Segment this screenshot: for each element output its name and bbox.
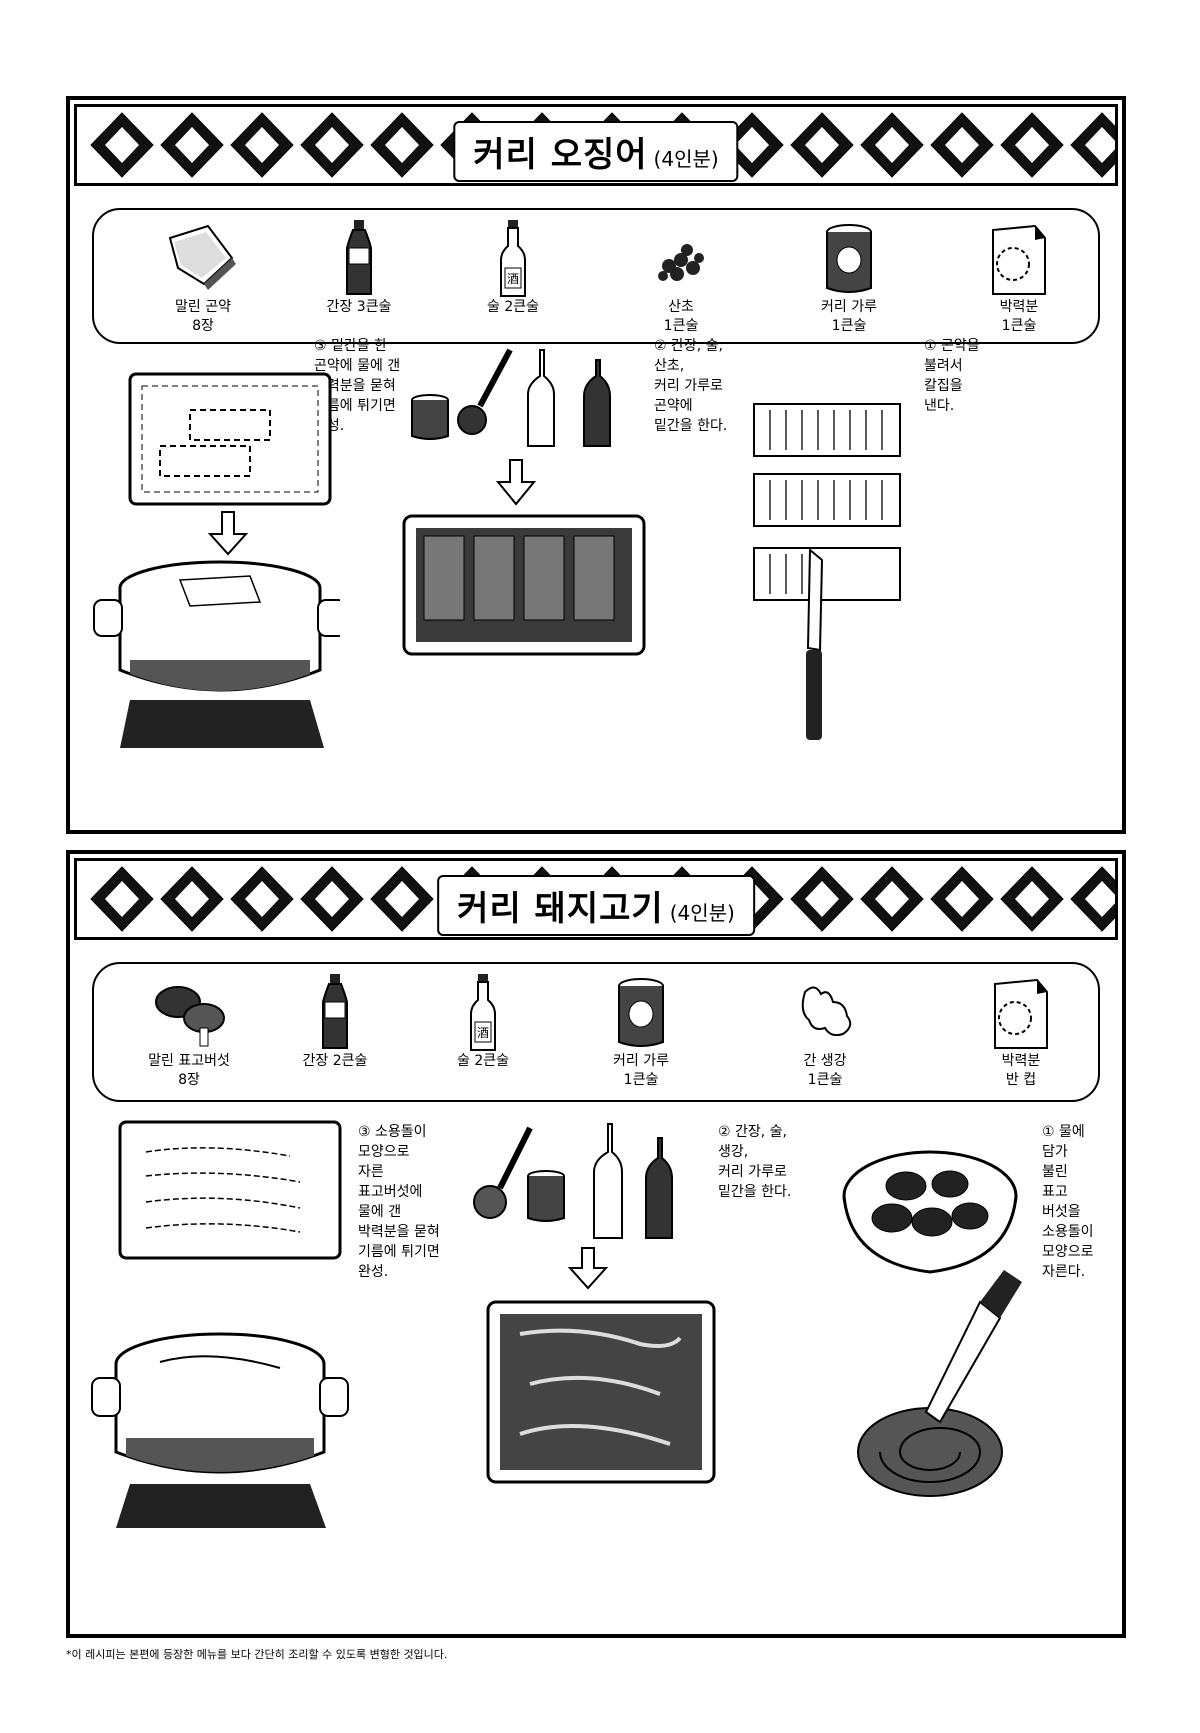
title-box: 커리 오징어(4인분) [453,121,739,182]
soy-sauce-bottle-icon [346,220,372,295]
soaked-shiitake-illustration [842,1150,1022,1497]
step-3: ③ 소용돌이 모양으로 자른 표고버섯에 물에 갠 박력분을 묻혀 기름에 튀기… [358,1124,440,1280]
serving-size: (4인분) [669,901,735,925]
ornament-diamond-inner [1085,127,1115,163]
ornament-diamond-inner [735,127,769,163]
title-box: 커리 돼지고기(4인분) [437,875,755,936]
title-banner: 커리 오징어(4인분) [74,104,1118,186]
scored-konjac-illustration [753,403,901,740]
soy-sauce-bottle-icon [322,974,348,1049]
konjac-sheet-icon [168,224,236,290]
recipe-title: 커리 돼지고기 [457,889,664,929]
curry-powder-can-icon [618,978,664,1047]
sake-bottle-icon: 酒 [500,220,526,297]
step-1: ① 물에 담가 불린 표고 버섯을 소용돌이 모양으로 자른다. [1042,1124,1094,1280]
flour-bag-icon [994,978,1048,1049]
ingredient-item: 酒 술 2큰술 [408,972,558,1071]
seasoning-tray-illustration [473,1123,716,1484]
ingredient-item: 말린 곤약 8장 [128,218,278,336]
ornament-diamond-inner [385,127,419,163]
dried-shiitake-icon [155,986,225,1047]
ornament-diamond-inner [105,127,139,163]
ingredient-item: 간장 2큰술 [260,972,410,1071]
step-2: ② 간장, 술, 산초, 커리 가루로 곤약에 밑간을 한다. [654,338,728,434]
ingredient-item: 커리 가루 1큰술 [566,972,716,1090]
ingredient-item: 酒 술 2큰술 [438,218,588,317]
ornament-diamond-inner [245,881,279,917]
ginger-icon [801,986,852,1037]
recipe-panel-curry-pork: 커리 돼지고기(4인분) 말린 표고버섯 8장 간장 2큰술 酒 [66,850,1126,1638]
ingredient-label: 박력분 1큰술 [999,299,1039,334]
ornament-diamond-inner [805,881,839,917]
ingredient-item: 박력분 반 컵 [946,972,1096,1090]
ornament-diamond-inner [1015,127,1049,163]
ornament-diamond-inner [315,127,349,163]
ingredient-label: 박력분 반 컵 [1001,1053,1041,1088]
ornament-diamond-inner [1015,881,1049,917]
title-banner: 커리 돼지고기(4인분) [74,858,1118,940]
ingredient-item: 커리 가루 1큰술 [774,218,924,336]
ingredient-label: 말린 표고버섯 8장 [148,1053,230,1088]
serving-size: (4인분) [653,147,719,171]
flour-bag-icon [992,224,1046,295]
ornament-diamond-inner [175,127,209,163]
ornament-diamond-inner [175,881,209,917]
ingredient-label: 산초 1큰술 [663,299,699,334]
ingredient-label: 커리 가루 1큰술 [821,299,877,334]
ingredient-label: 간장 3큰술 [326,299,392,315]
ornament-diamond-inner [805,127,839,163]
ornament-diamond-inner [1085,881,1115,917]
ingredient-label: 술 2큰술 [457,1053,509,1069]
recipe-panel-curry-squid: 커리 오징어(4인분) 말린 곤약 8장 간장 3큰술 酒 술 [66,96,1126,834]
ingredient-label: 말린 곤약 8장 [175,299,231,334]
ingredient-label: 간장 2큰술 [302,1053,368,1069]
ingredient-item: 말린 표고버섯 8장 [114,972,264,1090]
ingredients-box: 말린 곤약 8장 간장 3큰술 酒 술 2큰술 산초 1큰술 [92,208,1100,344]
ornament-diamond-inner [875,881,909,917]
seasoning-tray-illustration [402,348,646,656]
sansho-pepper-icon [658,244,704,281]
ornament-diamond-inner [385,881,419,917]
ingredient-item: 간장 3큰술 [284,218,434,317]
ingredient-label: 간 생강 1큰술 [803,1053,847,1088]
footnote: *이 레시피는 본편에 등장한 메뉴를 보다 간단히 조리할 수 있도록 변형한… [66,1648,448,1661]
recipe-title: 커리 오징어 [473,135,648,175]
ornament-diamond-inner [945,881,979,917]
ornament-diamond-inner [315,881,349,917]
frying-pot-illustration [91,1120,349,1528]
step-1: ① 곤약을 불려서 칼집을 낸다. [924,338,980,414]
ingredient-item: 산초 1큰술 [606,218,756,336]
ingredient-item: 박력분 1큰술 [944,218,1094,336]
step-2: ② 간장, 술, 생강, 커리 가루로 밑간을 한다. [718,1124,792,1200]
ingredients-box: 말린 표고버섯 8장 간장 2큰술 酒 술 2큰술 커리 가루 1큰술 [92,962,1100,1102]
ingredient-label: 술 2큰술 [487,299,539,315]
ingredient-item: 간 생강 1큰술 [750,972,900,1090]
sake-mark: 酒 [507,272,519,286]
ingredient-label: 커리 가루 1큰술 [613,1053,669,1088]
ornament-diamond-inner [245,127,279,163]
sake-bottle-icon: 酒 [470,974,496,1051]
frying-pot-illustration [93,372,340,748]
ornament-diamond-inner [105,881,139,917]
curry-powder-can-icon [826,224,872,293]
ornament-diamond-inner [875,127,909,163]
sake-mark: 酒 [477,1026,489,1040]
ornament-diamond-inner [945,127,979,163]
